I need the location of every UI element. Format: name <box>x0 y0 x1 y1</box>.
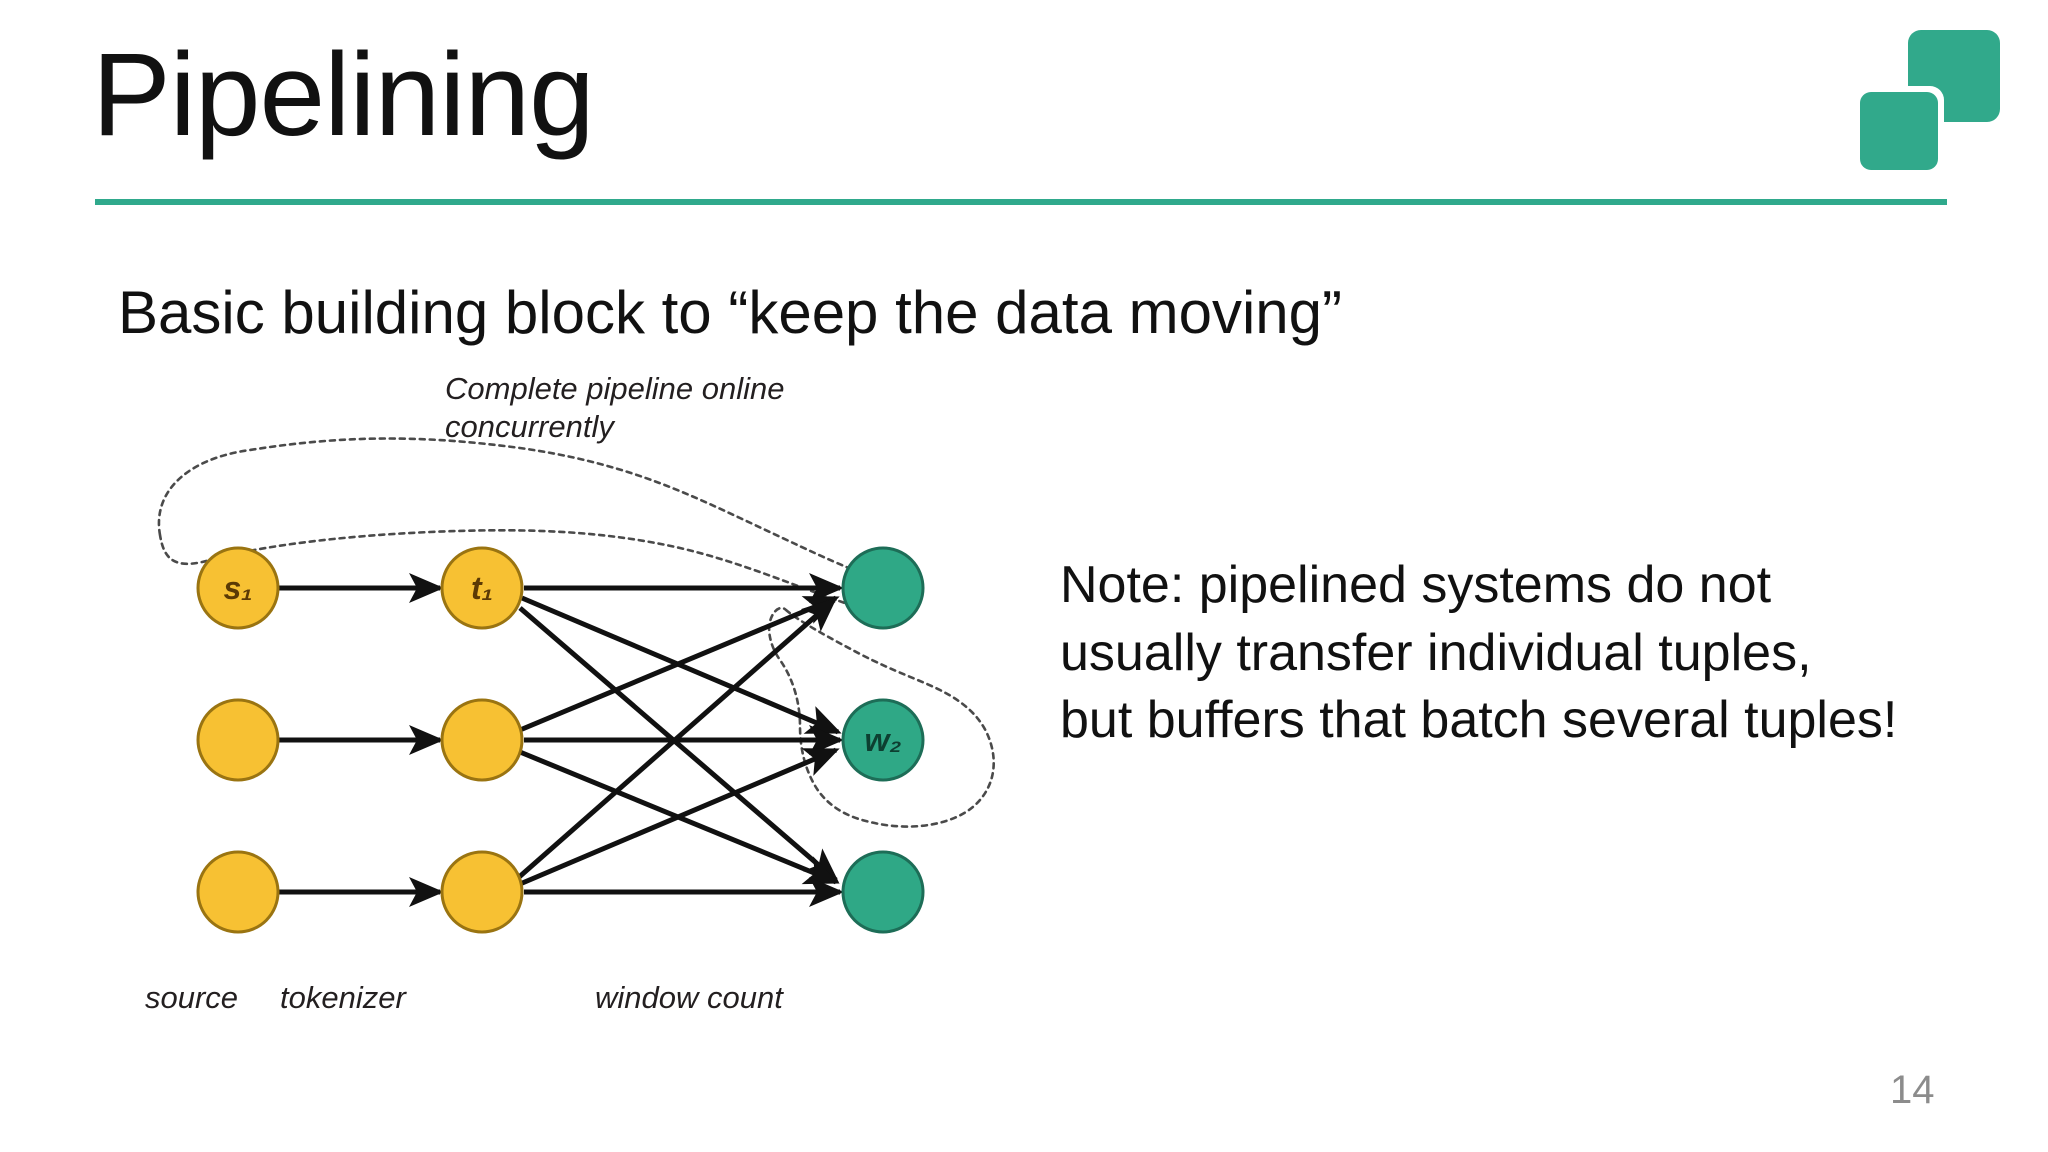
note-text: Note: pipelined systems do not usually t… <box>1060 552 1980 755</box>
note-line-2: usually transfer individual tuples, <box>1060 623 1812 682</box>
node-s1 <box>196 546 280 630</box>
edge-t2-w1 <box>519 595 840 733</box>
logo-square-small <box>1860 92 1938 170</box>
node-s3 <box>196 850 280 934</box>
pipeline-s1-t1-w1-enclosure <box>157 437 903 613</box>
edge-t1-w3 <box>518 606 840 883</box>
edge-t3-w2 <box>519 747 840 887</box>
node-t3 <box>440 850 524 934</box>
node-w2-label: w₂ <box>864 722 901 758</box>
edge-t3-w1 <box>516 597 838 880</box>
window-count-nodes: w₂ <box>841 546 925 934</box>
edges-tokenizer-to-window <box>516 573 845 907</box>
node-w1 <box>841 546 925 630</box>
node-t1 <box>440 546 524 630</box>
node-s2 <box>196 698 280 782</box>
column-label-tokenizer: tokenizer <box>280 980 406 1015</box>
page-number: 14 <box>1890 1068 1935 1112</box>
slide-subtitle: Basic building block to “keep the data m… <box>118 279 1343 346</box>
node-t2 <box>440 698 524 782</box>
node-t1-label: t₁ <box>471 570 493 606</box>
column-label-window-count: window count <box>595 980 783 1015</box>
note-line-1: Note: pipelined systems do not <box>1060 556 1772 614</box>
node-w3 <box>841 850 925 934</box>
pipeline-graph-svg: s₁ t₁ w₂ <box>157 437 995 934</box>
title-underline-rule <box>95 199 1947 205</box>
column-label-source: source <box>145 980 239 1015</box>
source-nodes: s₁ <box>196 546 280 934</box>
node-s1-label: s₁ <box>223 570 252 606</box>
pipeline-diagram: Complete pipeline online concurrently <box>100 370 1100 1030</box>
pipeline-w2-enclosure <box>767 606 995 828</box>
edges-source-to-tokenizer <box>279 573 445 907</box>
page-title: Pipelining <box>92 29 595 161</box>
tokenizer-nodes: t₁ <box>440 546 524 934</box>
node-w2 <box>841 698 925 782</box>
note-line-3: but buffers that batch several tuples! <box>1060 691 1898 750</box>
diagram-caption: Complete pipeline online concurrently <box>445 371 785 444</box>
two-squares-logo-icon <box>1860 30 2000 170</box>
